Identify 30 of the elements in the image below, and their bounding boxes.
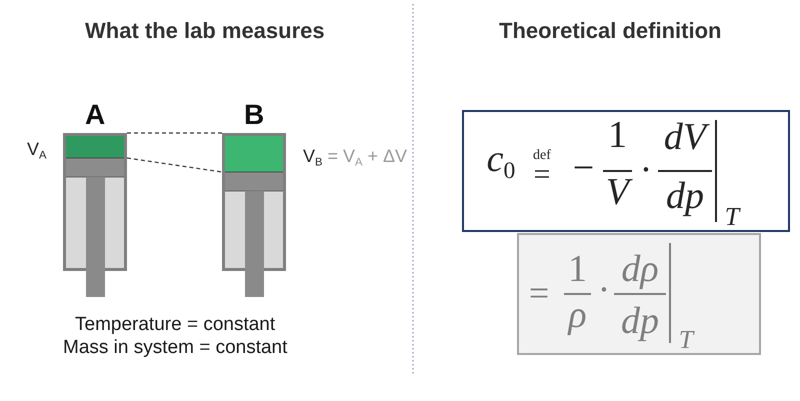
fraction-numerator: dV (658, 118, 712, 156)
condition-text: Temperature = constant (75, 314, 276, 336)
volume-label: V$_{A}$ (27, 140, 46, 158)
dashed-line (127, 132, 222, 134)
volume-label: V$_{B}$ (303, 147, 322, 165)
section-title: What the lab measures (85, 18, 325, 44)
cylinder-label: B (244, 99, 264, 131)
fraction-denominator: V (603, 173, 632, 211)
evaluation-subscript: T (724, 204, 742, 230)
formula-box (517, 233, 761, 355)
equals-sign: = (528, 275, 550, 311)
evaluation-subscript: T (678, 327, 696, 353)
multiplication-dot: · (596, 271, 612, 309)
section-title: Theoretical definition (499, 18, 722, 44)
fraction-numerator: 1 (567, 250, 588, 288)
multiplication-dot: · (638, 151, 654, 189)
fraction-denominator: ρ (566, 296, 588, 334)
fraction-denominator: dp (620, 302, 660, 340)
fraction-numerator: 1 (607, 116, 628, 154)
definition-mark: def (532, 149, 552, 163)
dashed-line (126, 157, 222, 173)
coefficient-symbol: c$_{0}$ (486, 140, 516, 178)
condition-text: Mass in system = constant (63, 337, 288, 359)
fraction-denominator: dp (665, 177, 705, 215)
formula-box (462, 110, 790, 232)
equals-sign: = (532, 160, 550, 190)
fraction-numerator: dρ (620, 250, 660, 288)
volume-equation: = V$_{A}$ + ΔV (327, 147, 407, 165)
cylinder-label: A (85, 99, 106, 131)
minus-sign: − (572, 149, 596, 187)
